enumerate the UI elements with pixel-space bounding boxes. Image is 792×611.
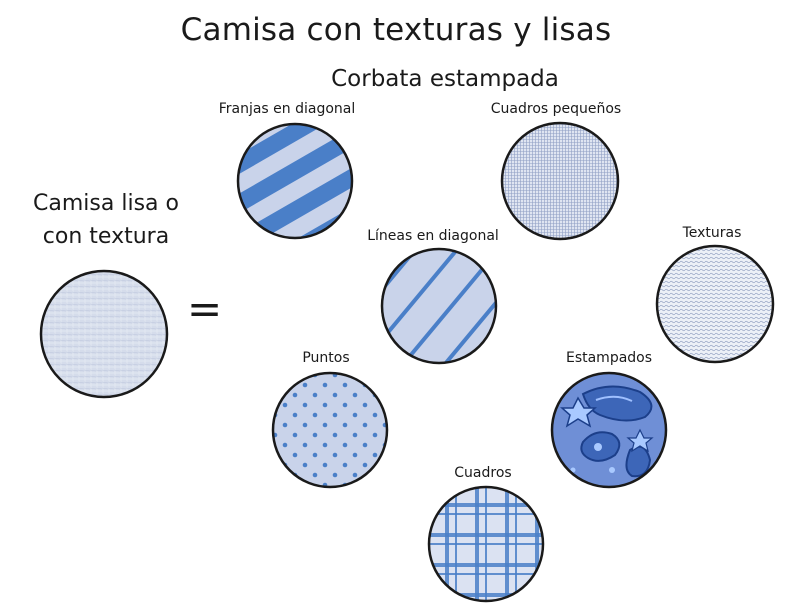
label-lineas: Líneas en diagonal xyxy=(367,228,499,244)
shirt-swatch xyxy=(39,269,169,399)
equals-sign: = xyxy=(187,284,223,333)
label-cuadros: Cuadros xyxy=(454,465,512,481)
swatch-texturas xyxy=(655,244,775,364)
swatch-puntos xyxy=(271,371,389,489)
page-title: Camisa con texturas y lisas xyxy=(180,12,612,48)
shirt-label-line1: Camisa lisa o xyxy=(33,191,179,216)
label-texturas: Texturas xyxy=(682,225,742,241)
label-estampados: Estampados xyxy=(565,350,653,366)
tie-subtitle: Corbata estampada xyxy=(331,66,559,92)
shirt-label-line2: con textura xyxy=(42,224,170,249)
label-franjas: Franjas en diagonal xyxy=(218,101,356,117)
swatch-estampados xyxy=(550,371,668,489)
swatch-cuadros-pequenos xyxy=(500,121,620,241)
swatch-cuadros xyxy=(427,485,545,603)
label-cuadros-pequenos: Cuadros pequeños xyxy=(490,101,622,117)
label-puntos: Puntos xyxy=(302,350,350,366)
shirt-label: Camisa lisa o con textura xyxy=(18,187,194,253)
swatch-franjas xyxy=(236,122,354,240)
